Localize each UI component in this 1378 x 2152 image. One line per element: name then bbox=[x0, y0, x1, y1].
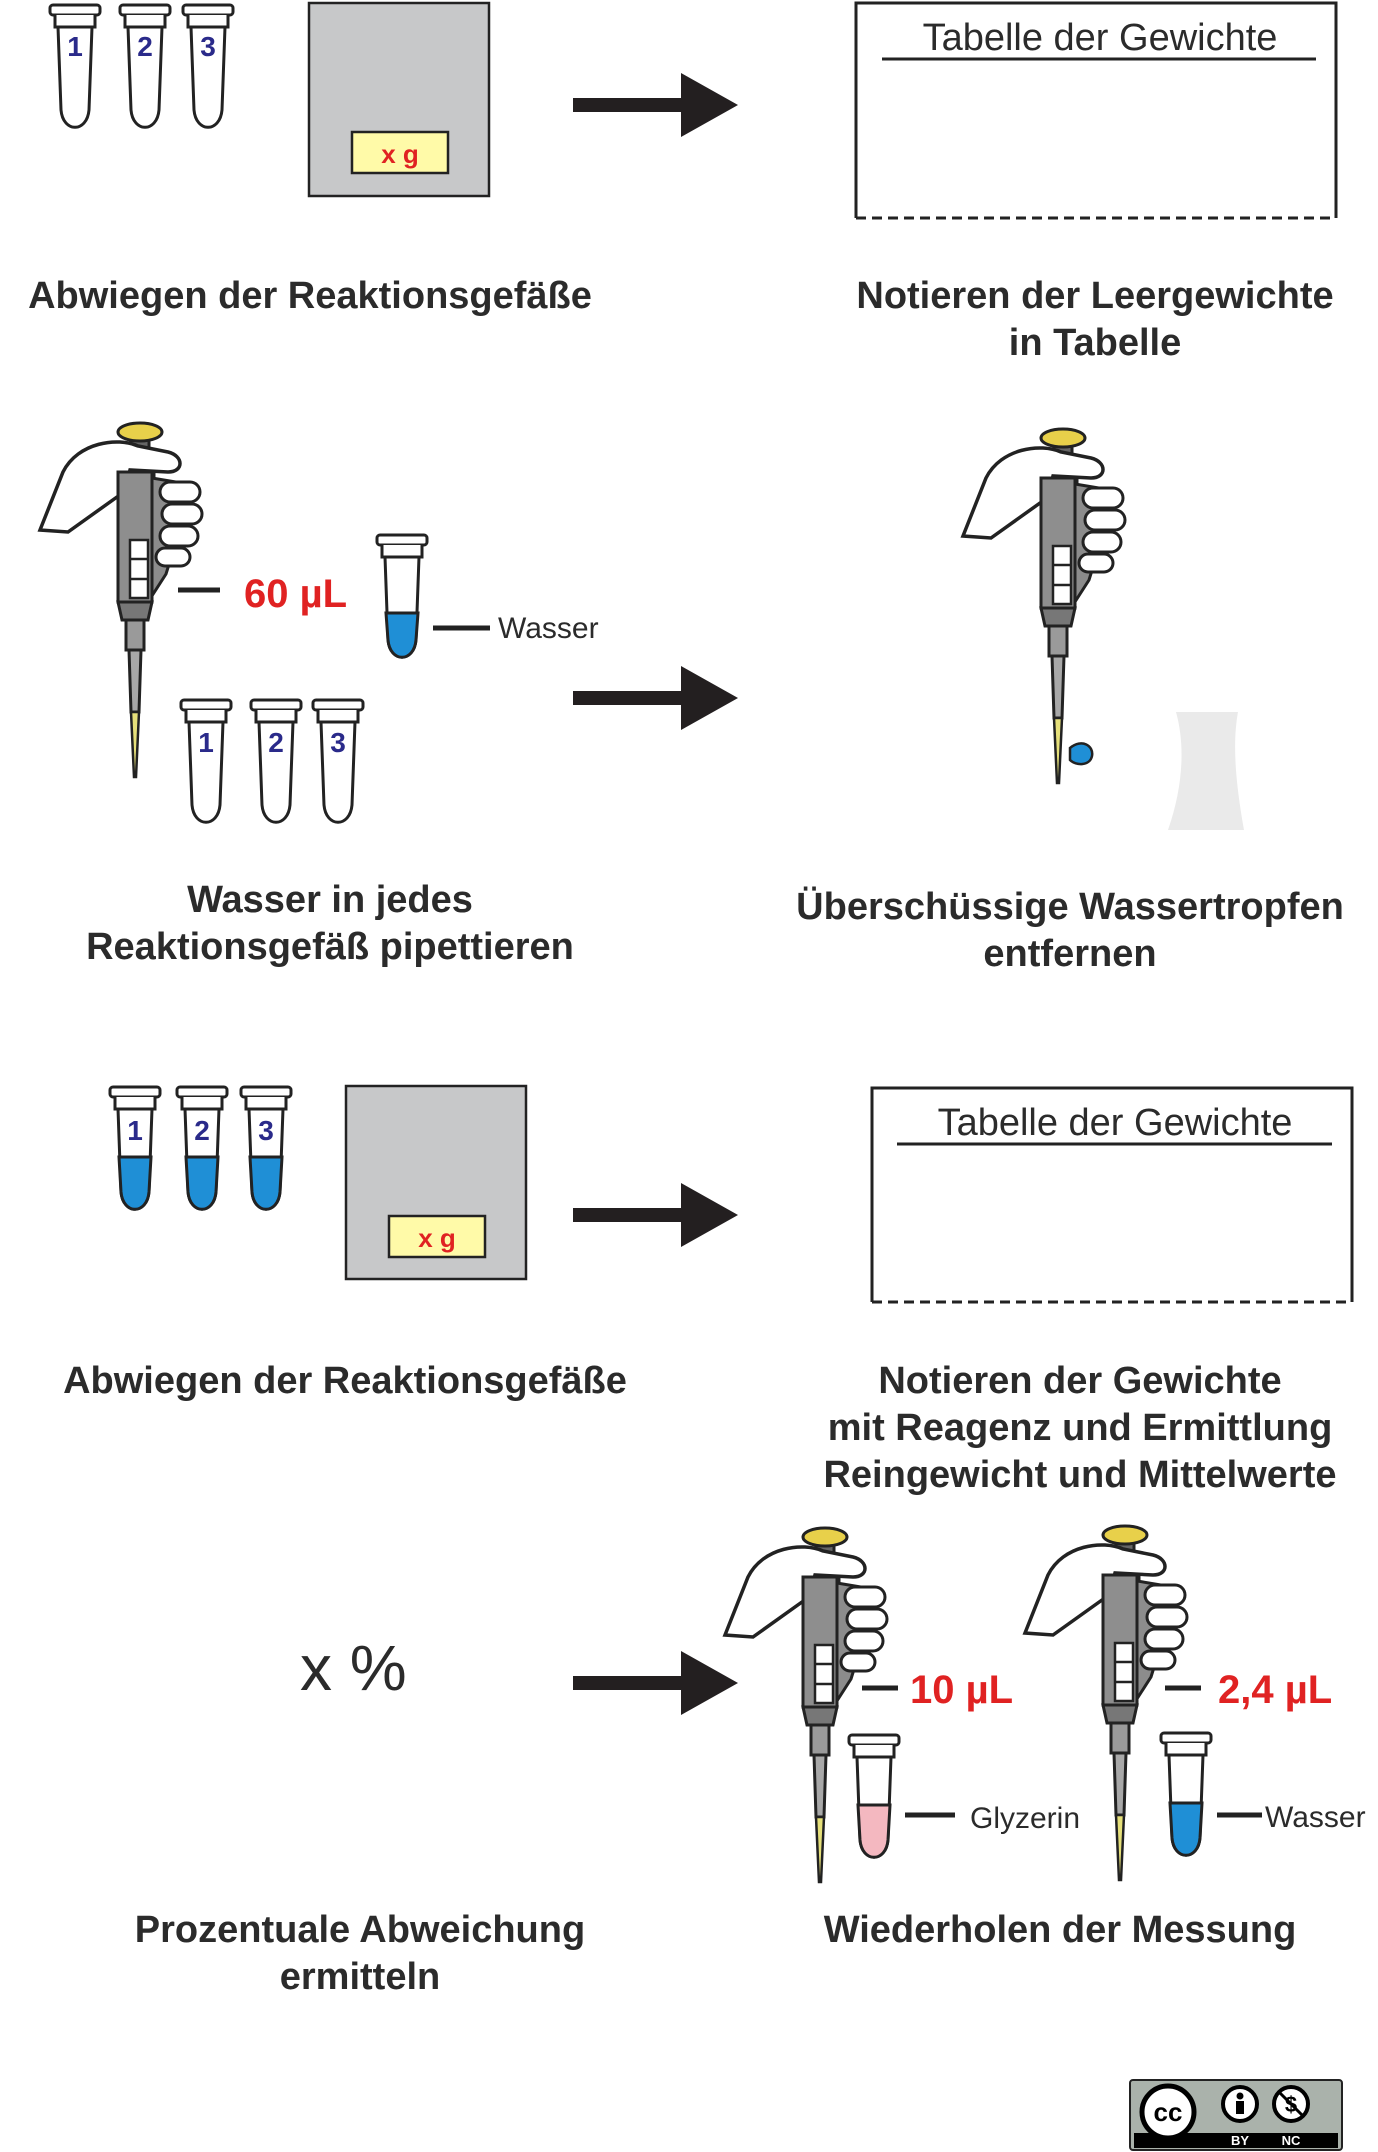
volume-60-label: 60 µL bbox=[244, 572, 347, 616]
tube-number-3: 3 bbox=[258, 1115, 274, 1146]
tube-number-1: 1 bbox=[127, 1115, 143, 1146]
tube-2 bbox=[175, 1085, 229, 1211]
arrow-row1 bbox=[573, 73, 738, 137]
scale-row3: x g bbox=[344, 1084, 528, 1281]
tube-number-1: 1 bbox=[198, 727, 214, 758]
scale-row1: x g bbox=[307, 1, 491, 198]
tube-2 bbox=[118, 3, 172, 129]
caption-pipette-water: Wasser in jedes Reaktionsgefäß pipettier… bbox=[86, 879, 574, 968]
glycerin-label: Glyzerin bbox=[970, 1802, 1080, 1835]
caption-note-empty: Notieren der Leergewichte in Tabelle bbox=[856, 275, 1334, 364]
table-title: Tabelle der Gewichte bbox=[923, 17, 1278, 59]
arrow-row4 bbox=[573, 1651, 738, 1715]
water-tube-row2 bbox=[375, 533, 429, 659]
tube-1 bbox=[48, 3, 102, 129]
tube-number-2: 2 bbox=[194, 1115, 210, 1146]
water-label-row4: Wasser bbox=[1265, 1801, 1366, 1834]
glycerin-tube bbox=[847, 1733, 901, 1859]
tube-3 bbox=[311, 698, 365, 824]
caption-repeat: Wiederholen der Messung bbox=[823, 1909, 1297, 1951]
tube-2 bbox=[249, 698, 303, 824]
tube-3 bbox=[239, 1085, 293, 1211]
arrow-row2 bbox=[573, 666, 738, 730]
license-by: BY bbox=[1231, 2133, 1249, 2148]
tube-1 bbox=[179, 698, 233, 824]
arrow-row3 bbox=[573, 1183, 738, 1247]
empty-tubes-row1: 1 2 3 bbox=[48, 3, 235, 129]
water-label: Wasser bbox=[498, 612, 599, 645]
tube-number-1: 1 bbox=[67, 31, 83, 62]
cc-by-nc-badge: cc $ BY NC bbox=[1129, 2079, 1343, 2151]
empty-tubes-row2: 1 2 3 bbox=[179, 698, 365, 824]
pipette-hand-row2 bbox=[38, 421, 204, 779]
volume-10-label: 10 µL bbox=[910, 1668, 1013, 1712]
volume-2-4-label: 2,4 µL bbox=[1218, 1668, 1332, 1712]
license-nc: NC bbox=[1282, 2133, 1301, 2148]
tube-number-3: 3 bbox=[330, 727, 346, 758]
scale-display bbox=[387, 1214, 487, 1259]
water-tube-row4 bbox=[1159, 1731, 1213, 1857]
weight-table-row1: Tabelle der Gewichte bbox=[854, 1, 1338, 220]
tube-1 bbox=[108, 1085, 162, 1211]
tube-3 bbox=[181, 3, 235, 129]
caption-weigh-filled: Abwiegen der Reaktionsgefäße bbox=[63, 1360, 627, 1402]
table-title: Tabelle der Gewichte bbox=[938, 1102, 1293, 1144]
tube-number-2: 2 bbox=[137, 31, 153, 62]
cc-icon bbox=[1139, 2083, 1197, 2141]
percent-symbol: x % bbox=[300, 1632, 407, 1704]
weight-table-row3: Tabelle der Gewichte bbox=[870, 1086, 1354, 1304]
caption-note-filled: Notieren der Gewichte mit Reagenz und Er… bbox=[823, 1360, 1337, 1496]
tube-number-2: 2 bbox=[268, 727, 284, 758]
svg-text:cc: cc bbox=[1154, 2097, 1183, 2127]
caption-remove-drops: Überschüssige Wassertropfen entfernen bbox=[796, 886, 1344, 975]
pipette-hand-row2-drop bbox=[961, 427, 1127, 785]
caption-deviation: Prozentuale Abweichung ermitteln bbox=[134, 1909, 586, 1998]
water-drop bbox=[1068, 742, 1094, 766]
caption-weigh-empty: Abwiegen der Reaktionsgefäße bbox=[28, 275, 592, 317]
tube-number-3: 3 bbox=[200, 31, 216, 62]
scale-display-value: x g bbox=[418, 1223, 456, 1253]
scale-display bbox=[350, 130, 450, 175]
filled-tubes-row3: 1 2 3 bbox=[108, 1085, 293, 1211]
tissue-paper bbox=[1168, 712, 1244, 830]
scale-display-value: x g bbox=[381, 139, 419, 169]
